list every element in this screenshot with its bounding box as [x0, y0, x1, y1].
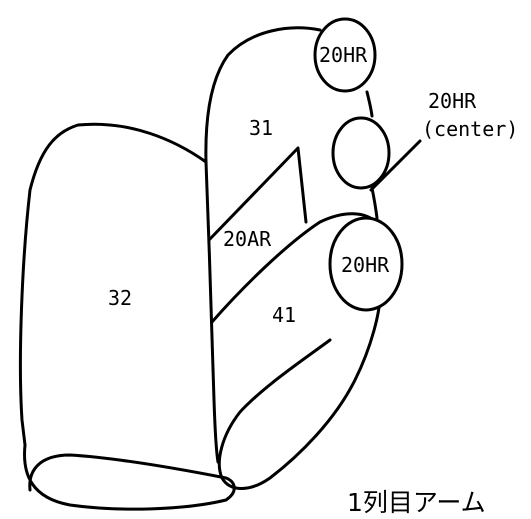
hr-circle-lower — [328, 216, 404, 312]
part-20ar-outline — [207, 146, 308, 242]
label-hr-top: 20HR — [319, 43, 368, 67]
hr-center-leader-line — [369, 139, 422, 192]
hr-circle-center — [331, 116, 391, 190]
label-hr-center-line1: 20HR — [428, 89, 477, 113]
part-31-right-edge-lower — [370, 186, 379, 220]
part-41-outline — [210, 212, 378, 324]
label-part-32: 32 — [108, 286, 132, 310]
label-part-41: 41 — [272, 303, 296, 327]
divider-line — [204, 160, 220, 464]
part-41-right-side — [217, 285, 382, 490]
hr-circle-top — [313, 17, 377, 93]
part-32-bottom-roll — [23, 443, 236, 511]
label-part-31: 31 — [249, 116, 273, 140]
label-hr-lower: 20HR — [341, 253, 390, 277]
part-31-right-edge — [365, 90, 374, 118]
part-32-outline — [18, 122, 208, 447]
label-hr-center-line2: (center) — [422, 117, 518, 141]
diagram-caption: 1列目アーム — [347, 488, 486, 517]
part-31-outline — [204, 26, 322, 164]
label-part-20ar: 20AR — [223, 227, 272, 251]
